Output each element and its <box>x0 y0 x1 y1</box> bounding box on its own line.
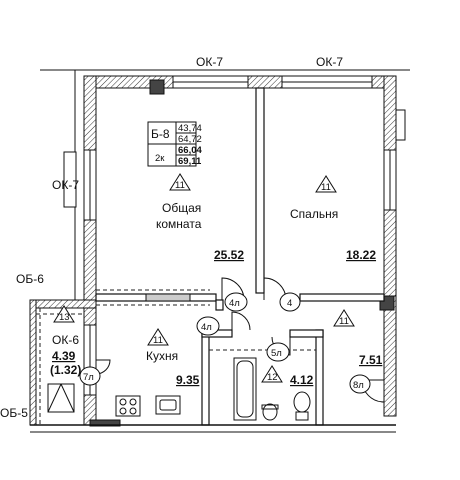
door-marker-3: 4л <box>201 322 212 333</box>
apartment-area-2: 64,72 <box>178 134 202 145</box>
bathroom-fixtures <box>233 357 311 421</box>
kitchen-name: Кухня <box>146 349 178 363</box>
bath-marker: 12 <box>267 372 278 383</box>
door-marker-2: 4 <box>287 298 292 309</box>
door-marker-6: 8л <box>353 380 364 391</box>
apartment-area-1: 43,74 <box>178 123 202 134</box>
column-bottom <box>89 419 121 427</box>
door-marker-4: 5л <box>271 348 282 359</box>
hall-marker: 11 <box>339 316 349 327</box>
bedroom-area: 18.22 <box>346 248 376 262</box>
balcony-box <box>47 383 75 413</box>
kitchen-area: 9.35 <box>176 373 200 387</box>
window-label-top-right: ОК-7 <box>316 55 343 69</box>
window-label-top-left: ОК-7 <box>196 55 223 69</box>
door-marker-1: 4л <box>229 298 240 309</box>
door-marker-5: 7л <box>83 372 94 383</box>
kitchen-fixtures <box>115 395 181 417</box>
balcony-window-label: ОК-6 <box>52 333 79 347</box>
column-top <box>149 79 165 95</box>
living-area: 25.52 <box>214 248 244 262</box>
bedroom-name: Спальня <box>290 207 338 221</box>
apartment-info-table: Б-8 2к 43,74 64,72 66,04 69,11 <box>147 121 202 167</box>
window-label-left: ОК-7 <box>52 178 79 192</box>
interior-walls <box>95 87 385 426</box>
room-markers: 11 11 11 11 12 13 <box>53 173 355 383</box>
window-openings <box>63 75 397 396</box>
bedroom-marker: 11 <box>321 182 331 193</box>
apartment-section: Б-8 <box>151 127 170 141</box>
apartment-rooms-count: 2к <box>155 153 165 164</box>
living-name-line1: Общая <box>162 201 201 215</box>
window-label-balcony-top: ОБ-6 <box>16 272 44 286</box>
apartment-area-3: 66,04 <box>178 145 202 156</box>
right-step-outline <box>396 109 406 141</box>
living-name-line2: комната <box>156 217 202 231</box>
balcony-area-reduced: (1.32) <box>50 363 81 377</box>
living-marker: 11 <box>175 180 185 191</box>
bath-area: 4.12 <box>290 373 314 387</box>
balcony-marker: 13 <box>59 312 70 323</box>
apartment-area-4: 69,11 <box>178 156 202 167</box>
hall-area: 7.51 <box>359 353 383 367</box>
kitchen-marker: 11 <box>153 335 163 346</box>
balcony-area: 4.39 <box>52 349 76 363</box>
window-label-bottom-left: ОБ-5 <box>0 406 28 420</box>
door-markers: 4л 4 4л 5л 7л 8л <box>79 292 371 394</box>
